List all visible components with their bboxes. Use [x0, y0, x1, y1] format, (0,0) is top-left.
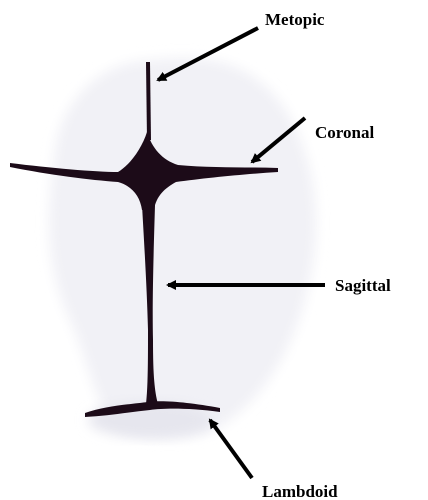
- skull-outline: [49, 58, 316, 438]
- sagittal-label: Sagittal: [335, 276, 391, 295]
- skull-shading: [49, 58, 316, 438]
- metopic-label: Metopic: [265, 10, 325, 29]
- lambdoid-arrow: [210, 420, 252, 478]
- lambdoid-label: Lambdoid: [262, 482, 338, 500]
- coronal-label: Coronal: [315, 123, 374, 142]
